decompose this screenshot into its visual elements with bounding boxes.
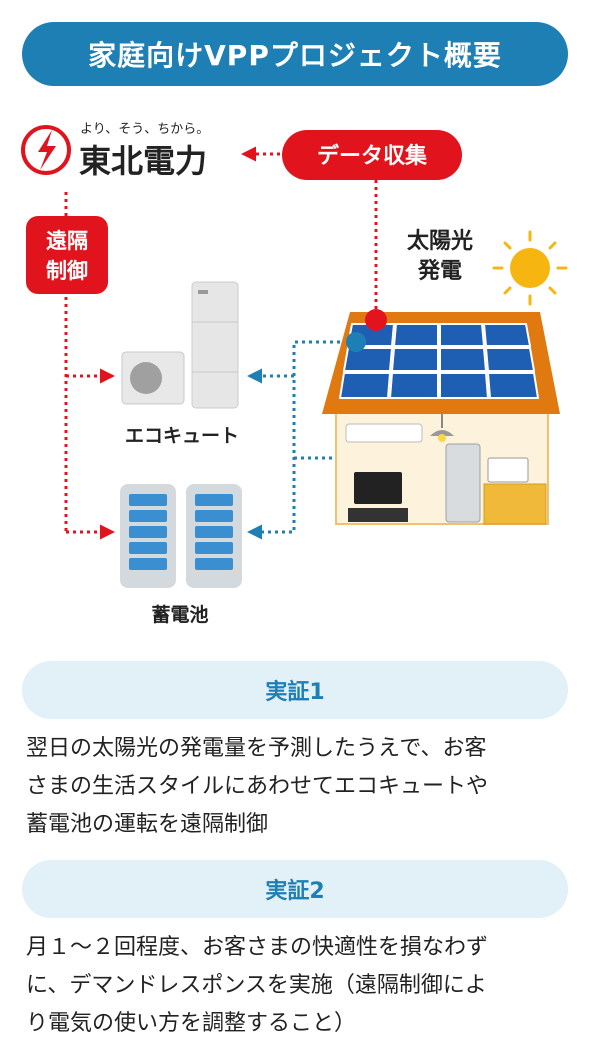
section-1-line: 翌日の太陽光の発電量を予測したうえで、お客 [26,736,487,761]
remote-control-label-1: 遠隔 [46,229,88,253]
data-collection-label: データ収集 [317,143,428,169]
remote-control-badge: 遠隔 制御 [26,216,108,294]
company-tagline: より、そう、ちから。 [80,122,209,137]
battery-icon [120,484,242,588]
remote-control-label-2: 制御 [46,259,88,283]
solar-panel-icon [338,323,540,399]
ceiling-lamp-icon [430,414,454,442]
section-1-line: さまの生活スタイルにあわせてエコキュートや [26,774,489,799]
section-heading-1: 実証1 [22,661,568,719]
section-2-line: り電気の使い方を調整すること） [26,1011,357,1036]
microwave-icon [487,457,529,483]
page-title: 家庭向けVPPプロジェクト概要 [22,22,568,86]
vpp-diagram: より、そう、ちから。 東北電力 データ収集 遠隔 制御 太陽光 発電 [21,122,568,626]
solar-label-2: 発電 [417,259,462,284]
house-illustration [322,309,560,525]
sun-icon [492,230,568,306]
solar-label-1: 太陽光 [407,229,473,254]
data-collection-badge: データ収集 [282,130,462,180]
tv-icon [348,472,408,522]
refrigerator-icon [445,443,481,523]
company-name: 東北電力 [79,142,207,180]
ecocute-label: エコキュート [125,425,239,447]
air-conditioner-icon [345,423,423,443]
section-text-2: 月１～２回程度、お客さまの快適性を損なわず に、デマンドレスポンスを実施（遠隔制… [26,929,571,1043]
section-heading-2: 実証2 [22,860,568,918]
section-1-line: 蓄電池の運転を遠隔制御 [26,812,269,837]
company-logo: より、そう、ちから。 東北電力 [21,122,209,180]
section-text-1: 翌日の太陽光の発電量を予測したうえで、お客 さまの生活スタイルにあわせてエコキュ… [26,730,571,844]
section-2-line: 月１～２回程度、お客さまの快適性を損なわず [26,935,489,960]
blue-dotted-lines [247,340,371,540]
battery-label: 蓄電池 [151,603,208,626]
section-2-line: に、デマンドレスポンスを実施（遠隔制御によ [26,973,487,998]
lightning-logo-icon [21,125,71,175]
ecocute-icon [121,281,239,409]
